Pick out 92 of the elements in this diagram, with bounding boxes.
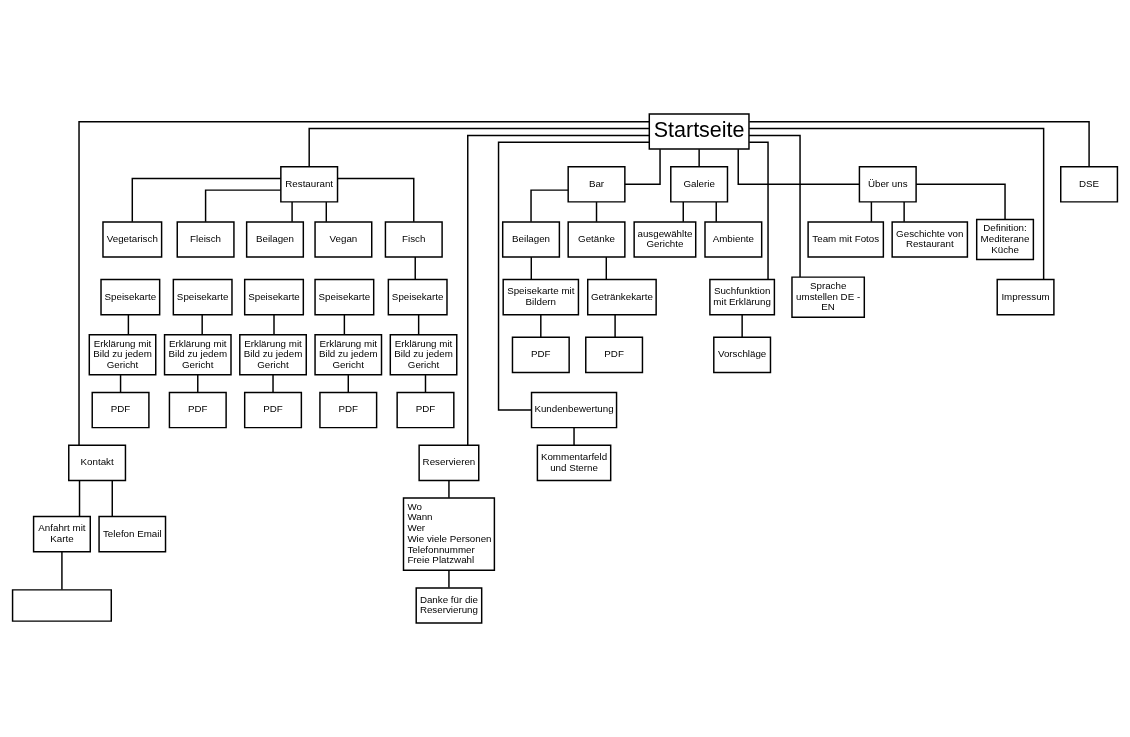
node-box: Team mit Fotos (807, 221, 885, 258)
connector (417, 314, 420, 336)
node-box: Speisekarte (243, 278, 305, 316)
node-box: Speisekarte (387, 278, 448, 316)
node-box: PDF (511, 336, 570, 374)
node-box: Danke für die Reservierung (415, 587, 483, 624)
node-box: Über uns (858, 165, 917, 203)
node-box: Speisekarte (172, 278, 233, 316)
connector (741, 314, 743, 338)
connector (737, 148, 860, 185)
connector (78, 121, 650, 446)
node-box: Erklärung mit Bild zu jedem Gericht (239, 334, 307, 376)
connector (595, 201, 598, 223)
connector (698, 148, 700, 168)
connector (530, 256, 532, 280)
node-box: Erklärung mit Bild zu jedem Gericht (314, 334, 383, 376)
connector (273, 314, 275, 336)
connector (467, 134, 650, 446)
node-box: Getänke (567, 221, 626, 258)
node-box: Vegan (314, 221, 373, 258)
connector (748, 121, 1090, 168)
connector (870, 201, 873, 223)
connector (530, 189, 569, 223)
connector (291, 201, 293, 223)
connector (715, 201, 717, 223)
node-box: Fleisch (176, 221, 235, 258)
node-box: Speisekarte mit Bildern (502, 278, 580, 316)
node-box: Galerie (670, 165, 729, 203)
node-box: Impressum (996, 278, 1055, 316)
connector (605, 256, 608, 280)
connector (540, 314, 542, 338)
node-box: PDF (168, 391, 227, 429)
connector (903, 201, 905, 223)
connector (448, 569, 450, 589)
connector (682, 201, 684, 223)
connector (204, 189, 282, 223)
node-box: Kommentarfeld und Sterne (536, 444, 612, 482)
node-box: PDF (243, 391, 303, 429)
node-box: Fisch (384, 221, 443, 258)
connector (915, 183, 1006, 220)
connector (78, 479, 81, 518)
connector (343, 314, 346, 336)
node-box: Beilagen (245, 221, 305, 258)
connector (748, 127, 1045, 281)
node-box: Vorschläge (713, 336, 772, 374)
node-box: Anfahrt mit Karte (32, 515, 91, 553)
node-box (11, 589, 112, 622)
node-box: PDF (319, 391, 378, 429)
connector (614, 314, 616, 338)
node-box: Restaurant (280, 165, 339, 203)
connector (127, 314, 130, 336)
node-box: Ambiente (704, 221, 763, 258)
connector (624, 148, 661, 185)
connector (748, 141, 769, 281)
node-box: Definition: Mediterane Küche (975, 218, 1035, 261)
connector (325, 201, 328, 223)
node-box: PDF (91, 391, 150, 429)
node-box: Erklärung mit Bild zu jedem Gericht (88, 334, 157, 376)
connector (414, 256, 416, 280)
node-box: Telefon Email (98, 515, 167, 553)
node-box: Erklärung mit Bild zu jedem Gericht (389, 334, 458, 376)
node-box: Geschichte von Restaurant (891, 221, 969, 258)
node-box: Speisekarte (100, 278, 161, 316)
connector (573, 427, 575, 446)
node-box: Beilagen (501, 221, 561, 258)
connector (201, 314, 203, 336)
node-box: Wo Wann Wer Wie viele Personen Telefonnummer Freie Platzwahl (402, 497, 496, 572)
node-box: PDF (396, 391, 455, 429)
node-box: Startseite (648, 113, 750, 150)
connector (748, 134, 801, 278)
node-box: ausgewählte Gerichte (633, 221, 697, 258)
node-box: Bar (567, 165, 626, 203)
connector (272, 374, 274, 394)
node-box: Getränkekarte (587, 278, 657, 316)
node-box: Vegetarisch (102, 221, 163, 258)
connector (448, 479, 450, 499)
node-box: Kundenbewertung (530, 391, 618, 429)
connector (197, 374, 199, 394)
node-box: Reservieren (418, 444, 480, 482)
node-box: Erklärung mit Bild zu jedem Gericht (163, 334, 232, 376)
connector (131, 177, 282, 223)
connector (111, 479, 113, 518)
node-box: PDF (585, 336, 644, 374)
connector (308, 127, 650, 168)
node-box: Speisekarte (314, 278, 375, 316)
node-box: Suchfunktion mit Erklärung (709, 278, 776, 316)
connector (337, 177, 415, 223)
node-box: DSE (1060, 165, 1119, 203)
node-box: Sprache umstellen DE - EN (791, 276, 866, 318)
node-box: Kontakt (68, 444, 127, 482)
connector (61, 551, 63, 591)
connector (497, 141, 650, 411)
